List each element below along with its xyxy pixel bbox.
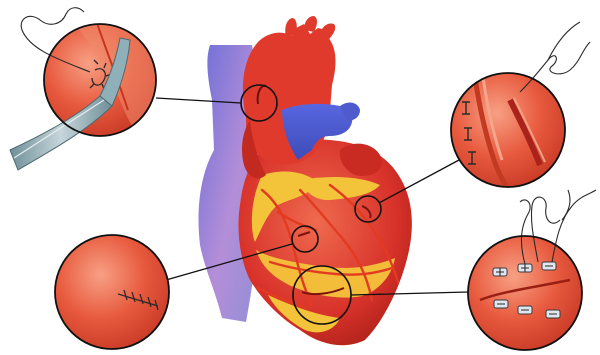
callout-ventricular-laceration — [468, 190, 596, 350]
callout-small-laceration — [55, 235, 169, 349]
heart-icon — [238, 139, 411, 345]
callout-atrial-incision — [451, 22, 590, 194]
heart-illustration — [199, 16, 412, 345]
callout-aorta-cannulation — [10, 8, 170, 170]
